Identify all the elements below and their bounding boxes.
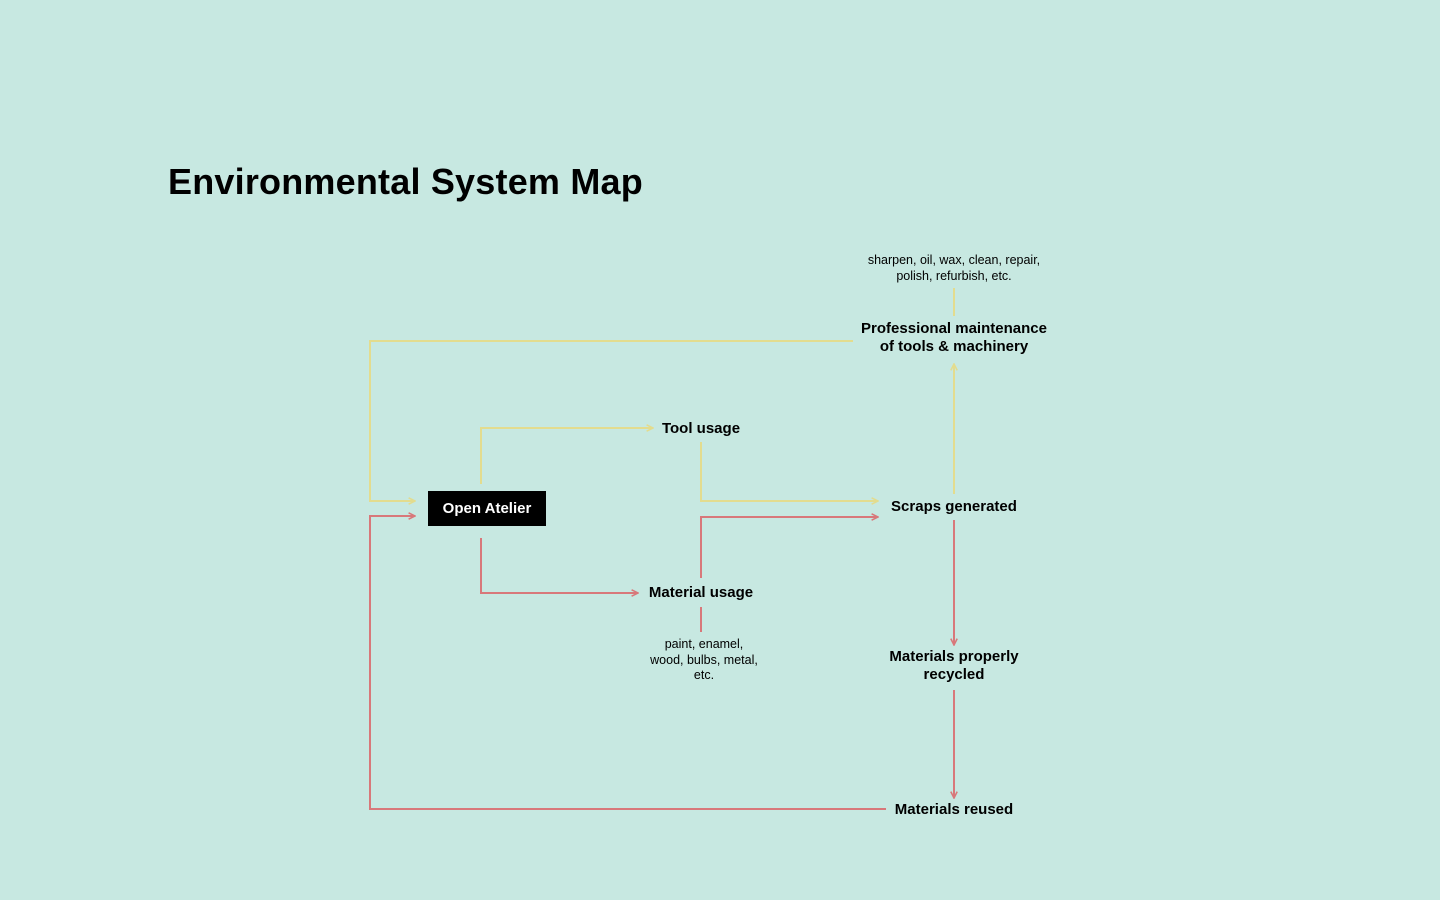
- maintenance-note-line-2: polish, refurbish, etc.: [896, 268, 1012, 283]
- node-maintenance-line-2: of tools & machinery: [879, 338, 1029, 355]
- node-materials-reused: Materials reused: [887, 800, 1021, 820]
- node-scraps-generated: Scraps generated: [883, 497, 1025, 517]
- connector-material-usage-to-scraps: [700, 517, 878, 578]
- node-professional-maintenance: Professional maintenance of tools & mach…: [853, 319, 1055, 357]
- material-note-line-2: wood, bulbs, metal,: [650, 652, 758, 667]
- node-maintenance-line-1: Professional maintenance: [861, 320, 1047, 337]
- connector-maintenance-to-atelier: [369, 340, 853, 501]
- diagram-title: Environmental System Map: [168, 161, 643, 202]
- maintenance-examples-note: sharpen, oil, wax, clean, repair, polish…: [852, 252, 1056, 285]
- connector-tool-usage-to-scraps: [700, 442, 878, 501]
- material-note-line-3: etc.: [693, 668, 715, 682]
- node-tool-usage: Tool usage: [656, 419, 746, 439]
- node-recycled-line-2: recycled: [923, 666, 985, 683]
- node-materials-recycled: Materials properly recycled: [880, 647, 1028, 685]
- material-note-line-1: paint, enamel,: [664, 637, 744, 651]
- node-material-usage: Material usage: [641, 583, 761, 603]
- node-recycled-line-1: Materials properly: [889, 648, 1019, 665]
- node-open-atelier: Open Atelier: [428, 491, 546, 526]
- maintenance-note-line-1: sharpen, oil, wax, clean, repair,: [867, 253, 1041, 267]
- connector-atelier-to-material-usage: [480, 538, 638, 593]
- material-examples-note: paint, enamel, wood, bulbs, metal, etc.: [637, 636, 771, 685]
- connector-reused-to-atelier: [369, 516, 886, 810]
- connector-atelier-to-tool-usage: [480, 428, 653, 484]
